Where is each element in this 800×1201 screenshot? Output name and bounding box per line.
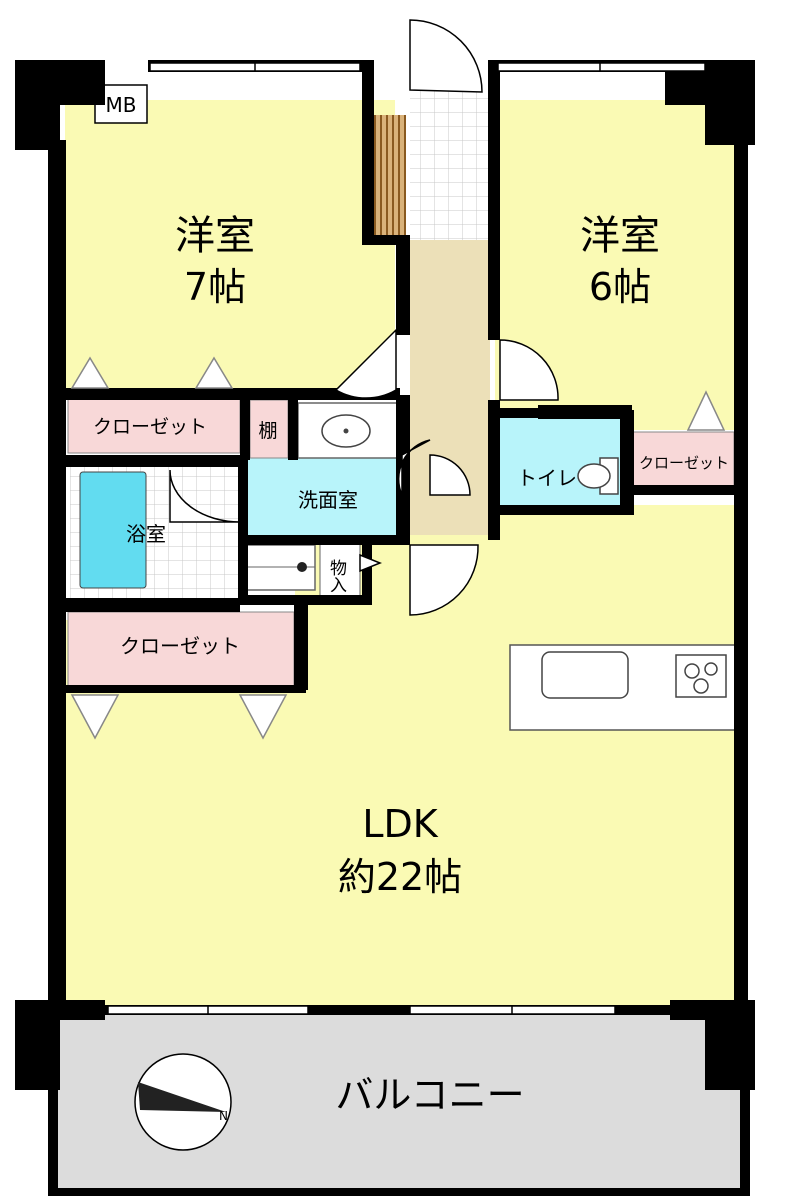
door-toilet [429, 454, 471, 496]
kitchen-sink [541, 651, 629, 699]
room-bath-name: 浴室 [126, 522, 166, 546]
closet-right [631, 431, 735, 489]
room-western-6-size: 6帖 [589, 265, 651, 309]
closet-right-label: クローゼット [639, 454, 729, 472]
storage-small-label: 物入 [326, 559, 347, 593]
svg-text:N: N [219, 1109, 228, 1123]
room-toilet-name: トイレ [517, 466, 577, 490]
door-storage [359, 553, 383, 573]
closet-left-lower-label: クローゼット [120, 634, 240, 658]
mb-label: MB [106, 93, 137, 117]
room-ldk-name: LDK [362, 802, 438, 846]
doors [169, 19, 559, 616]
room-western-7 [65, 100, 395, 400]
closet-left-lower [67, 611, 295, 688]
shoe-storage [370, 115, 406, 240]
bathtub [79, 471, 147, 589]
door-western-7 [334, 328, 397, 399]
closet-doors [70, 356, 726, 740]
room-western-6-name: 洋室 [580, 213, 660, 259]
room-entrance [410, 90, 490, 240]
entrance-door [409, 19, 483, 93]
compass-icon: N [134, 1053, 232, 1151]
room-western-7-size: 7帖 [184, 265, 246, 309]
room-ldk-size: 約22帖 [338, 855, 462, 899]
door-washroom [397, 439, 431, 496]
cooktop [675, 654, 727, 698]
sink-drain [343, 428, 349, 434]
door-western-6 [499, 339, 559, 401]
room-washroom-name: 洗面室 [298, 488, 358, 512]
room-washroom [242, 455, 402, 538]
room-western-7-name: 洋室 [175, 213, 255, 259]
room-balcony-name: バルコニー [335, 1073, 524, 1117]
closet-left-upper-label: クローゼット [93, 416, 207, 438]
door-bath [169, 469, 241, 523]
toilet-bowl [577, 463, 611, 489]
door-ldk [409, 544, 479, 616]
shelf-label: 棚 [258, 420, 277, 442]
